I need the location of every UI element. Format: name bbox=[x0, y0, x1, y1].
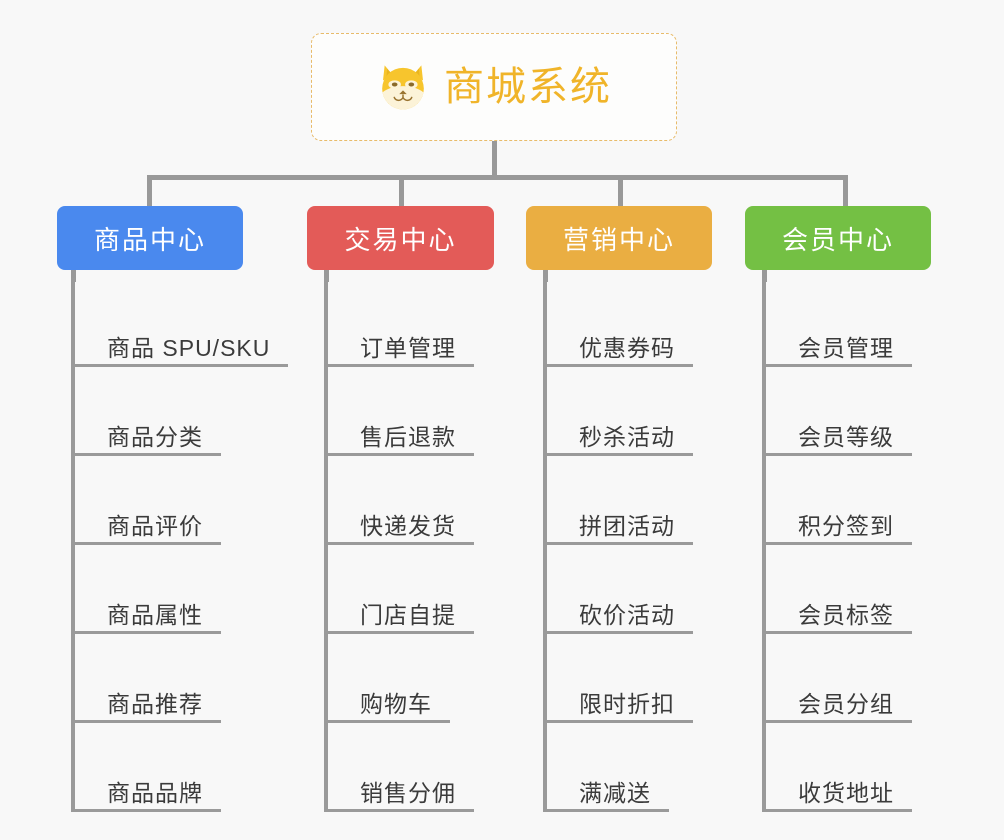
leaf-item-label: 快递发货 bbox=[360, 512, 456, 539]
leaf-item-label: 拼团活动 bbox=[579, 512, 675, 539]
leaf-item[interactable]: 积分签到 bbox=[762, 456, 912, 545]
dog-face-icon bbox=[382, 65, 424, 110]
branch-header-label: 商品中心 bbox=[93, 224, 206, 255]
leaf-item[interactable]: 会员分组 bbox=[762, 634, 912, 723]
branch-header-1[interactable]: 商品中心 bbox=[57, 206, 243, 270]
leaf-item[interactable]: 商品 SPU/SKU bbox=[71, 278, 289, 367]
connector-drop-2 bbox=[399, 175, 404, 208]
branch-spine bbox=[543, 278, 547, 812]
leaf-item-rule bbox=[762, 542, 912, 545]
leaf-item-label: 会员管理 bbox=[798, 334, 894, 361]
leaf-item-label: 满减送 bbox=[579, 779, 651, 806]
leaf-item-label: 购物车 bbox=[360, 690, 432, 717]
branch-spine bbox=[762, 278, 766, 812]
connector-drop-4 bbox=[843, 175, 848, 208]
leaf-item-rule bbox=[324, 809, 474, 812]
leaf-item-rule bbox=[762, 809, 912, 812]
leaf-item-rule bbox=[324, 720, 450, 723]
connector-branch-stub-3 bbox=[543, 270, 548, 282]
leaf-item-rule bbox=[324, 542, 474, 545]
leaf-item-label: 销售分佣 bbox=[360, 779, 456, 806]
leaf-item-label: 商品属性 bbox=[107, 601, 203, 628]
leaf-item-label: 商品评价 bbox=[107, 512, 203, 539]
leaf-item[interactable]: 秒杀活动 bbox=[543, 367, 693, 456]
leaf-item[interactable]: 订单管理 bbox=[324, 278, 474, 367]
leaf-item-label: 商品推荐 bbox=[107, 690, 203, 717]
branch-header-label: 交易中心 bbox=[344, 224, 457, 255]
branch-spine bbox=[324, 278, 328, 812]
leaf-item[interactable]: 商品分类 bbox=[71, 367, 221, 456]
leaf-item[interactable]: 会员标签 bbox=[762, 545, 912, 634]
leaf-item-rule bbox=[324, 364, 474, 367]
leaf-item[interactable]: 商品属性 bbox=[71, 545, 221, 634]
leaf-item-label: 限时折扣 bbox=[579, 690, 675, 717]
leaf-item-rule bbox=[324, 631, 474, 634]
leaf-item[interactable]: 满减送 bbox=[543, 723, 669, 812]
leaf-item-rule bbox=[543, 364, 693, 367]
root-title: 商城系统 bbox=[444, 65, 612, 109]
branch-spine bbox=[71, 278, 75, 812]
connector-branch-stub-4 bbox=[762, 270, 767, 282]
root-node[interactable]: 商城系统 bbox=[311, 33, 677, 141]
leaf-item[interactable]: 售后退款 bbox=[324, 367, 474, 456]
leaf-item[interactable]: 会员管理 bbox=[762, 278, 912, 367]
leaf-item-rule bbox=[71, 720, 221, 723]
leaf-item[interactable]: 收货地址 bbox=[762, 723, 912, 812]
leaf-item-rule bbox=[762, 720, 912, 723]
leaf-item-label: 优惠券码 bbox=[579, 334, 675, 361]
leaf-item-label: 商品 SPU/SKU bbox=[107, 334, 271, 361]
leaf-item-label: 门店自提 bbox=[360, 601, 456, 628]
leaf-item-rule bbox=[762, 631, 912, 634]
leaf-item[interactable]: 门店自提 bbox=[324, 545, 474, 634]
leaf-item-rule bbox=[71, 453, 221, 456]
leaf-item[interactable]: 商品品牌 bbox=[71, 723, 221, 812]
leaf-item-rule bbox=[71, 364, 289, 367]
leaf-item-label: 商品品牌 bbox=[107, 779, 203, 806]
branch-header-label: 营销中心 bbox=[562, 224, 675, 255]
leaf-item-rule bbox=[324, 453, 474, 456]
connector-horizontal-bus bbox=[147, 175, 847, 180]
branch-header-4[interactable]: 会员中心 bbox=[745, 206, 931, 270]
leaf-item-label: 秒杀活动 bbox=[579, 423, 675, 450]
leaf-item-label: 收货地址 bbox=[798, 779, 894, 806]
branch-header-label: 会员中心 bbox=[781, 224, 894, 255]
leaf-item-label: 售后退款 bbox=[360, 423, 456, 450]
leaf-item-rule bbox=[543, 809, 669, 812]
leaf-item[interactable]: 限时折扣 bbox=[543, 634, 693, 723]
leaf-item-label: 会员标签 bbox=[798, 601, 894, 628]
leaf-item-label: 会员分组 bbox=[798, 690, 894, 717]
leaf-item-label: 订单管理 bbox=[360, 334, 456, 361]
leaf-item-rule bbox=[762, 453, 912, 456]
leaf-item-rule bbox=[71, 631, 221, 634]
leaf-item-label: 积分签到 bbox=[798, 512, 894, 539]
branch-header-3[interactable]: 营销中心 bbox=[526, 206, 712, 270]
leaf-item-label: 砍价活动 bbox=[579, 601, 675, 628]
leaf-item[interactable]: 销售分佣 bbox=[324, 723, 474, 812]
leaf-item-rule bbox=[543, 453, 693, 456]
leaf-item[interactable]: 砍价活动 bbox=[543, 545, 693, 634]
leaf-item-rule bbox=[71, 809, 221, 812]
connector-drop-1 bbox=[147, 175, 152, 208]
leaf-item[interactable]: 拼团活动 bbox=[543, 456, 693, 545]
connector-branch-stub-2 bbox=[324, 270, 329, 282]
leaf-item[interactable]: 商品推荐 bbox=[71, 634, 221, 723]
leaf-item[interactable]: 商品评价 bbox=[71, 456, 221, 545]
leaf-item[interactable]: 快递发货 bbox=[324, 456, 474, 545]
connector-branch-stub-1 bbox=[71, 270, 76, 282]
leaf-item-label: 会员等级 bbox=[798, 423, 894, 450]
leaf-item-label: 商品分类 bbox=[107, 423, 203, 450]
leaf-item[interactable]: 优惠券码 bbox=[543, 278, 693, 367]
leaf-item[interactable]: 购物车 bbox=[324, 634, 450, 723]
branch-header-2[interactable]: 交易中心 bbox=[307, 206, 494, 270]
leaf-item-rule bbox=[543, 542, 693, 545]
leaf-item-rule bbox=[543, 631, 693, 634]
leaf-item[interactable]: 会员等级 bbox=[762, 367, 912, 456]
connector-root-stem bbox=[492, 141, 497, 177]
connector-drop-3 bbox=[618, 175, 623, 208]
leaf-item-rule bbox=[762, 364, 912, 367]
leaf-item-rule bbox=[543, 720, 693, 723]
leaf-item-rule bbox=[71, 542, 221, 545]
